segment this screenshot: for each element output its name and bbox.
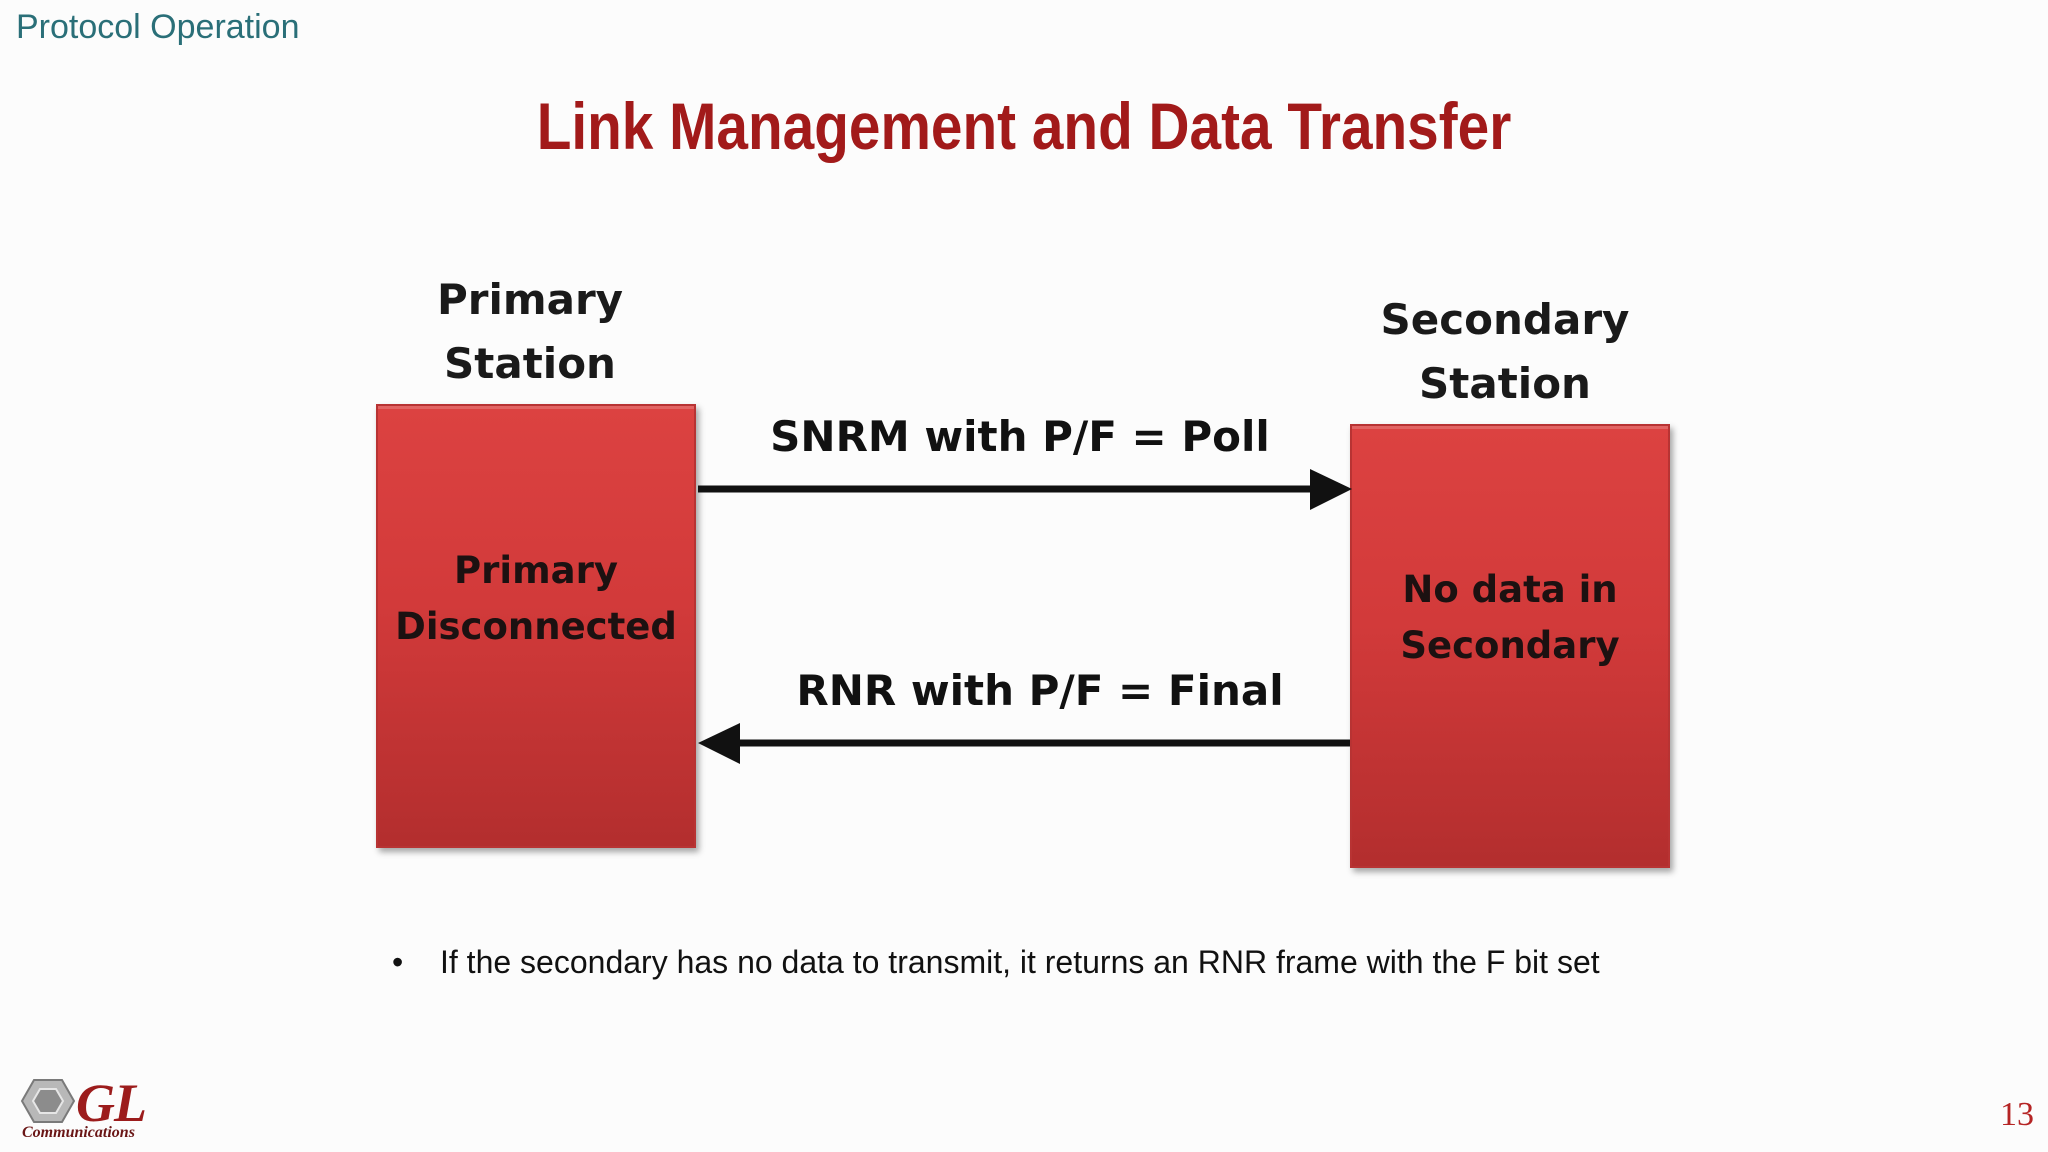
primary-station-label-line-2: Station — [444, 339, 616, 388]
logo-subtext: Communications — [22, 1124, 135, 1141]
rnr-arrow-head — [698, 723, 740, 764]
secondary-station-label-line-1: Secondary — [1380, 295, 1630, 344]
secondary-station-label-line-2: Station — [1419, 359, 1591, 408]
snrm-arrow-label: SNRM with P/F = Poll — [770, 412, 1270, 461]
section-label: Protocol Operation — [16, 8, 300, 46]
snrm-arrow — [698, 469, 1352, 510]
bullet-marker: • — [392, 944, 404, 980]
page-number: 13 — [2000, 1096, 2034, 1133]
secondary-box-text-line-2: Secondary — [1400, 624, 1620, 667]
bullet-text: If the secondary has no data to transmit… — [440, 944, 1600, 980]
primary-station-label-line-1: Primary — [436, 275, 624, 324]
hexagon-logo-icon — [20, 1079, 76, 1123]
primary-station-box — [376, 404, 696, 848]
secondary-box-text: No data in Secondary — [1350, 562, 1670, 674]
secondary-box-text-line-1: No data in — [1402, 568, 1618, 611]
primary-box-text: Primary Disconnected — [376, 543, 696, 655]
secondary-station-label: Secondary Station — [1375, 288, 1635, 416]
slide-title: Link Management and Data Transfer — [536, 89, 1512, 163]
rnr-arrow — [698, 723, 1350, 764]
rnr-arrow-label: RNR with P/F = Final — [796, 666, 1284, 715]
snrm-arrow-head — [1310, 469, 1352, 510]
primary-box-text-line-1: Primary — [454, 549, 618, 592]
gl-logo: GL Communications — [20, 1073, 170, 1146]
bullet-item: • If the secondary has no data to transmi… — [392, 944, 1600, 981]
primary-box-text-line-2: Disconnected — [395, 605, 677, 648]
secondary-station-box — [1350, 424, 1670, 868]
primary-station-label: Primary Station — [400, 268, 660, 396]
logo-wordmark: GL — [76, 1073, 147, 1133]
